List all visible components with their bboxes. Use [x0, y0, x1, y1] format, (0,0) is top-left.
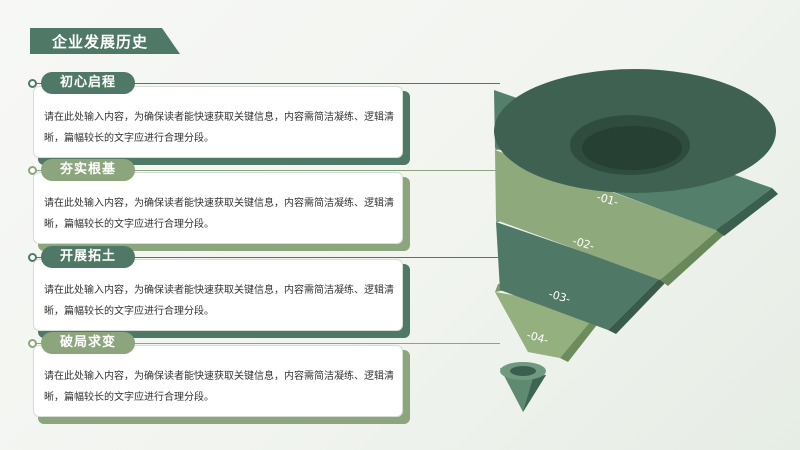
stage-description-2: 请在此处输入内容，为确保读者能快速获取关键信息，内容需简洁凝练、逻辑清晰，篇幅较… — [44, 198, 394, 230]
stage-card-2: 请在此处输入内容，为确保读者能快速获取关键信息，内容需简洁凝练、逻辑清晰，篇幅较… — [33, 172, 403, 244]
funnel-label-3: -03- — [547, 287, 572, 306]
stage-label-2: 夯实根基 — [41, 159, 135, 181]
funnel-tip — [500, 362, 546, 412]
stage-card-4: 请在此处输入内容，为确保读者能快速获取关键信息，内容需简洁凝练、逻辑清晰，篇幅较… — [33, 345, 403, 417]
connector-line-4 — [37, 343, 500, 344]
timeline-dot-1 — [28, 79, 37, 88]
funnel-label-1: -01- — [595, 190, 620, 209]
connector-line-2 — [37, 170, 500, 171]
stage-label-3: 开展拓土 — [41, 246, 135, 268]
funnel-label-2: -02- — [571, 234, 596, 253]
stage-item-2: 请在此处输入内容，为确保读者能快速获取关键信息，内容需简洁凝练、逻辑清晰，篇幅较… — [33, 172, 413, 256]
timeline-dot-3 — [28, 253, 37, 262]
funnel-label-4: -04- — [525, 328, 550, 347]
timeline-dot-2 — [28, 166, 37, 175]
stage-label-1: 初心启程 — [41, 72, 135, 94]
stage-card-1: 请在此处输入内容，为确保读者能快速获取关键信息，内容需简洁凝练、逻辑清晰，篇幅较… — [33, 86, 403, 158]
timeline-dot-4 — [28, 339, 37, 348]
page-title-banner: 企业发展历史 — [30, 28, 180, 54]
connector-line-3 — [37, 257, 500, 258]
stage-card-3: 请在此处输入内容，为确保读者能快速获取关键信息，内容需简洁凝练、逻辑清晰，篇幅较… — [33, 259, 403, 331]
funnel-segment-1 — [494, 69, 778, 236]
stage-description-4: 请在此处输入内容，为确保读者能快速获取关键信息，内容需简洁凝练、逻辑清晰，篇幅较… — [44, 371, 394, 403]
stage-label-4: 破局求变 — [41, 332, 135, 354]
stage-item-3: 请在此处输入内容，为确保读者能快速获取关键信息，内容需简洁凝练、逻辑清晰，篇幅较… — [33, 259, 413, 343]
page-title: 企业发展历史 — [52, 33, 149, 51]
stage-description-1: 请在此处输入内容，为确保读者能快速获取关键信息，内容需简洁凝练、逻辑清晰，篇幅较… — [44, 112, 394, 144]
stage-item-4: 请在此处输入内容，为确保读者能快速获取关键信息，内容需简洁凝练、逻辑清晰，篇幅较… — [33, 345, 413, 429]
connector-line-1 — [37, 83, 500, 84]
stage-description-3: 请在此处输入内容，为确保读者能快速获取关键信息，内容需简洁凝练、逻辑清晰，篇幅较… — [44, 285, 394, 317]
stage-item-1: 请在此处输入内容，为确保读者能快速获取关键信息，内容需简洁凝练、逻辑清晰，篇幅较… — [33, 86, 413, 170]
